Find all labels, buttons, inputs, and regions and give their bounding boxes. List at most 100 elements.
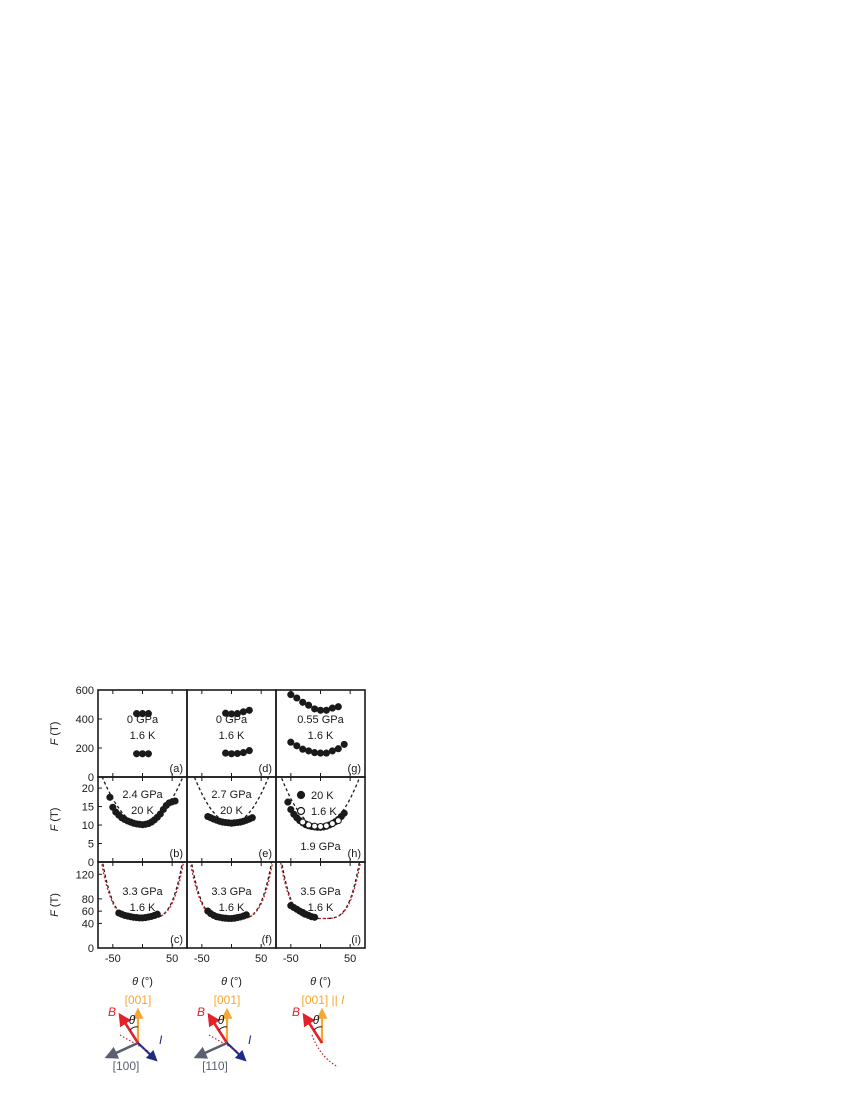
data-point-open <box>316 822 325 831</box>
condition-label: 1.6 K <box>308 902 334 914</box>
data-point <box>293 694 301 702</box>
x-tick-label: 50 <box>344 953 356 965</box>
data-point <box>322 706 330 714</box>
condition-label: 2.7 GPa <box>211 789 252 801</box>
data-point <box>233 749 241 758</box>
data-point <box>322 749 330 757</box>
panel-label: (d) <box>259 763 272 775</box>
x-tick-label: 50 <box>255 953 267 965</box>
data-point <box>334 703 342 711</box>
y-tick-label: 20 <box>82 783 94 795</box>
y-axis-label: F (T) <box>49 808 61 832</box>
condition-label: 0.55 GPa <box>297 714 344 726</box>
data-point <box>144 710 152 718</box>
legend-marker <box>296 806 306 816</box>
condition-label: 3.3 GPa <box>122 886 163 898</box>
angle-arc <box>313 1026 323 1031</box>
in-plane-axis-arrow <box>104 1041 139 1059</box>
y-tick-label: 60 <box>82 906 94 918</box>
data-point <box>311 705 319 713</box>
condition-label: 1.6 K <box>130 730 156 742</box>
y-tick-label: 0 <box>88 772 94 784</box>
y-tick-label: 80 <box>82 894 94 906</box>
diagram-3: [001] || IBθ <box>292 993 345 1068</box>
data-point <box>222 749 230 757</box>
x-axis-label: θ (°) <box>132 976 153 988</box>
data-point <box>340 809 348 817</box>
data-point <box>311 913 319 921</box>
y-tick-label: 200 <box>76 743 94 755</box>
data-point <box>284 798 292 806</box>
diagram-1: [001]Bθ[100]I <box>104 993 163 1073</box>
y-tick-label: 0 <box>88 857 94 869</box>
panel-g: 0.55 GPa 1.6 K (g) <box>275 689 366 778</box>
x-tick-label: 50 <box>166 953 178 965</box>
current-label: I <box>159 1033 163 1047</box>
data-point <box>245 747 253 755</box>
data-point <box>106 793 114 801</box>
data-point-open <box>299 818 307 826</box>
y-tick-label: 0 <box>88 943 94 955</box>
sample-curve <box>311 1034 339 1068</box>
panel-label: (b) <box>170 848 183 860</box>
x-tick-label: -50 <box>283 953 299 965</box>
field-arrow <box>207 1012 229 1044</box>
data-point <box>328 747 336 755</box>
y-tick-label: 120 <box>76 869 94 881</box>
field-arrow <box>118 1012 140 1044</box>
data-point <box>316 749 325 757</box>
fit-curve <box>101 862 184 920</box>
data-point <box>245 706 253 714</box>
fit-curve <box>279 862 362 920</box>
condition-label: 2.4 GPa <box>122 789 163 801</box>
current-arrow <box>137 1042 158 1062</box>
field-label: B <box>292 1005 300 1019</box>
field-arrow <box>302 1012 324 1044</box>
data-point-open <box>305 821 313 829</box>
data-point <box>138 750 147 758</box>
angle-arc <box>218 1026 228 1031</box>
condition-label: 1.6 K <box>308 730 334 742</box>
in-plane-axis-label: [110] <box>202 1059 228 1073</box>
condition-label: 0 GPa <box>127 714 159 726</box>
x-tick-label: -50 <box>194 953 210 965</box>
field-label: B <box>108 1005 116 1019</box>
panel-label: (e) <box>259 848 272 860</box>
axis-label-001: [001] <box>214 993 241 1007</box>
data-point <box>239 749 247 757</box>
data-point <box>328 704 336 712</box>
condition-label: 20 K <box>220 805 243 817</box>
data-point <box>133 750 141 758</box>
panel-label: (g) <box>348 763 361 775</box>
panel-label: (h) <box>348 848 361 860</box>
panel-label: (i) <box>351 934 361 946</box>
data-point <box>305 701 313 709</box>
axis-label-001: [001] <box>125 993 152 1007</box>
panel-label: (f) <box>262 934 272 946</box>
data-point <box>287 738 295 746</box>
panel-label: (c) <box>170 934 183 946</box>
data-point <box>340 740 348 748</box>
data-point <box>299 698 307 706</box>
legend-label: 1.6 K <box>311 806 337 818</box>
legend-marker <box>296 790 306 800</box>
panel-a: 0 GPa 1.6 K (a) <box>97 689 188 778</box>
y-tick-label: 40 <box>82 918 94 930</box>
legend-label: 20 K <box>311 790 334 802</box>
panel-label: (a) <box>170 763 183 775</box>
data-point <box>311 749 319 757</box>
data-point <box>144 750 152 758</box>
data-point-open <box>322 822 330 830</box>
field-label: B <box>197 1005 205 1019</box>
condition-label: 1.6 K <box>130 902 156 914</box>
y-axis-label: F (T) <box>49 893 61 917</box>
condition-label: 3.3 GPa <box>211 886 252 898</box>
data-point-open <box>334 817 342 825</box>
condition-label: 0 GPa <box>216 714 248 726</box>
panel-h: 20 K1.6 K1.9 GPa(h) <box>275 776 366 863</box>
diagram-2: [001]Bθ[110]I <box>193 993 252 1073</box>
